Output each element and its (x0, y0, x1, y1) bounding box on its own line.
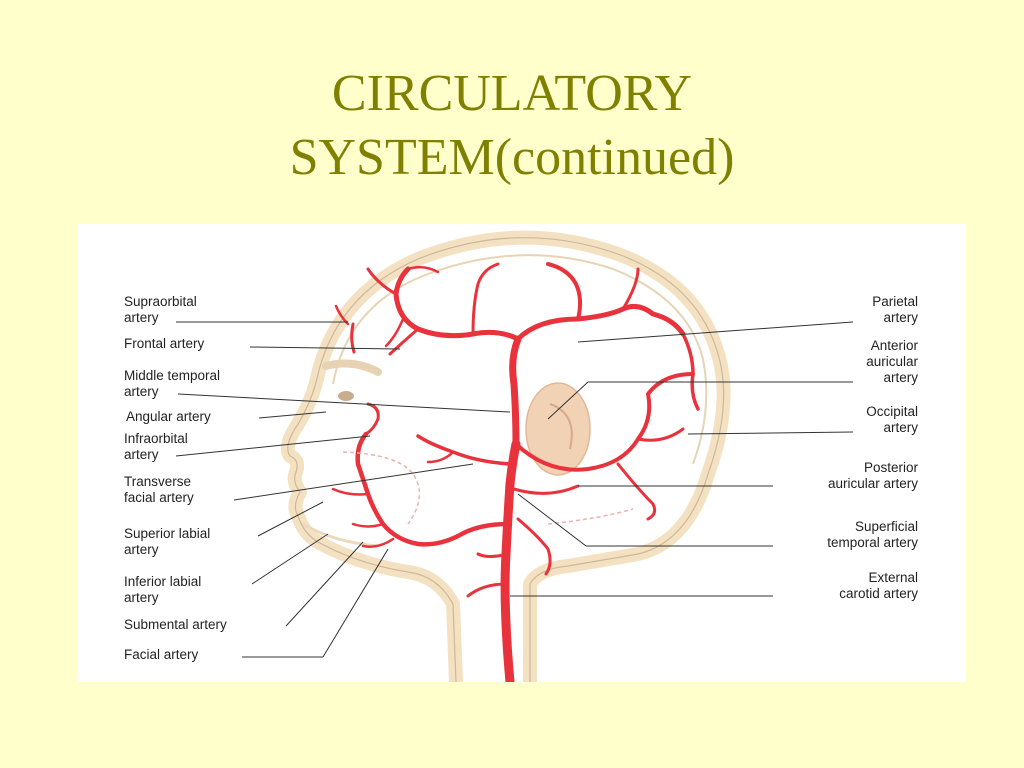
title-line-1: CIRCULATORY (331, 65, 693, 122)
parietal-branch (515, 303, 686, 342)
supraorbital-branch (350, 322, 356, 354)
leader-lines (175, 321, 854, 658)
title-line-2: SYSTEM(continued) (289, 129, 735, 186)
label-submental-artery: Submental artery (124, 617, 227, 632)
label-frontal-artery: Frontal artery (124, 336, 205, 351)
facial-artery (355, 431, 511, 547)
transverse-facial-branch (416, 434, 512, 466)
external-carotid-trunk (500, 439, 521, 682)
eye (338, 391, 354, 401)
artery-network (331, 262, 700, 682)
slide-title: CIRCULATORY SYSTEM(continued) (0, 62, 1024, 190)
label-angular-artery: Angular artery (126, 409, 211, 424)
label-facial-artery: Facial artery (124, 647, 199, 662)
ear (525, 382, 591, 476)
posterior-auricular-branch (512, 484, 580, 495)
head-illustration (175, 230, 854, 682)
eyebrow (322, 359, 382, 376)
